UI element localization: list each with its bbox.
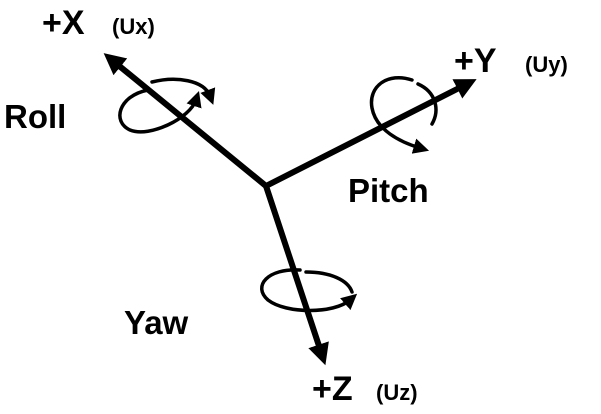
- roll-label: Roll: [4, 98, 66, 135]
- y-axis-name: +Y: [454, 42, 497, 80]
- y-axis-unit: (Uy): [525, 52, 568, 77]
- x-axis-name: +X: [42, 4, 85, 42]
- pitch-rotation-arrow: [369, 76, 438, 154]
- roll-rotation-arrow: [118, 77, 216, 134]
- z-axis-name: +Z: [312, 370, 353, 408]
- y-axis-label: +Y (Uy): [454, 42, 568, 80]
- yaw-rotation-arrow: [260, 268, 358, 313]
- yaw-label: Yaw: [124, 304, 189, 341]
- pitch-label: Pitch: [348, 172, 429, 209]
- x-axis-line: [103, 53, 269, 189]
- y-axis-line: [263, 79, 477, 189]
- x-axis-unit: (Ux): [112, 14, 155, 39]
- z-axis-label: +Z (Uz): [312, 370, 418, 408]
- z-axis-unit: (Uz): [376, 380, 418, 405]
- x-axis-label: +X (Ux): [42, 4, 155, 42]
